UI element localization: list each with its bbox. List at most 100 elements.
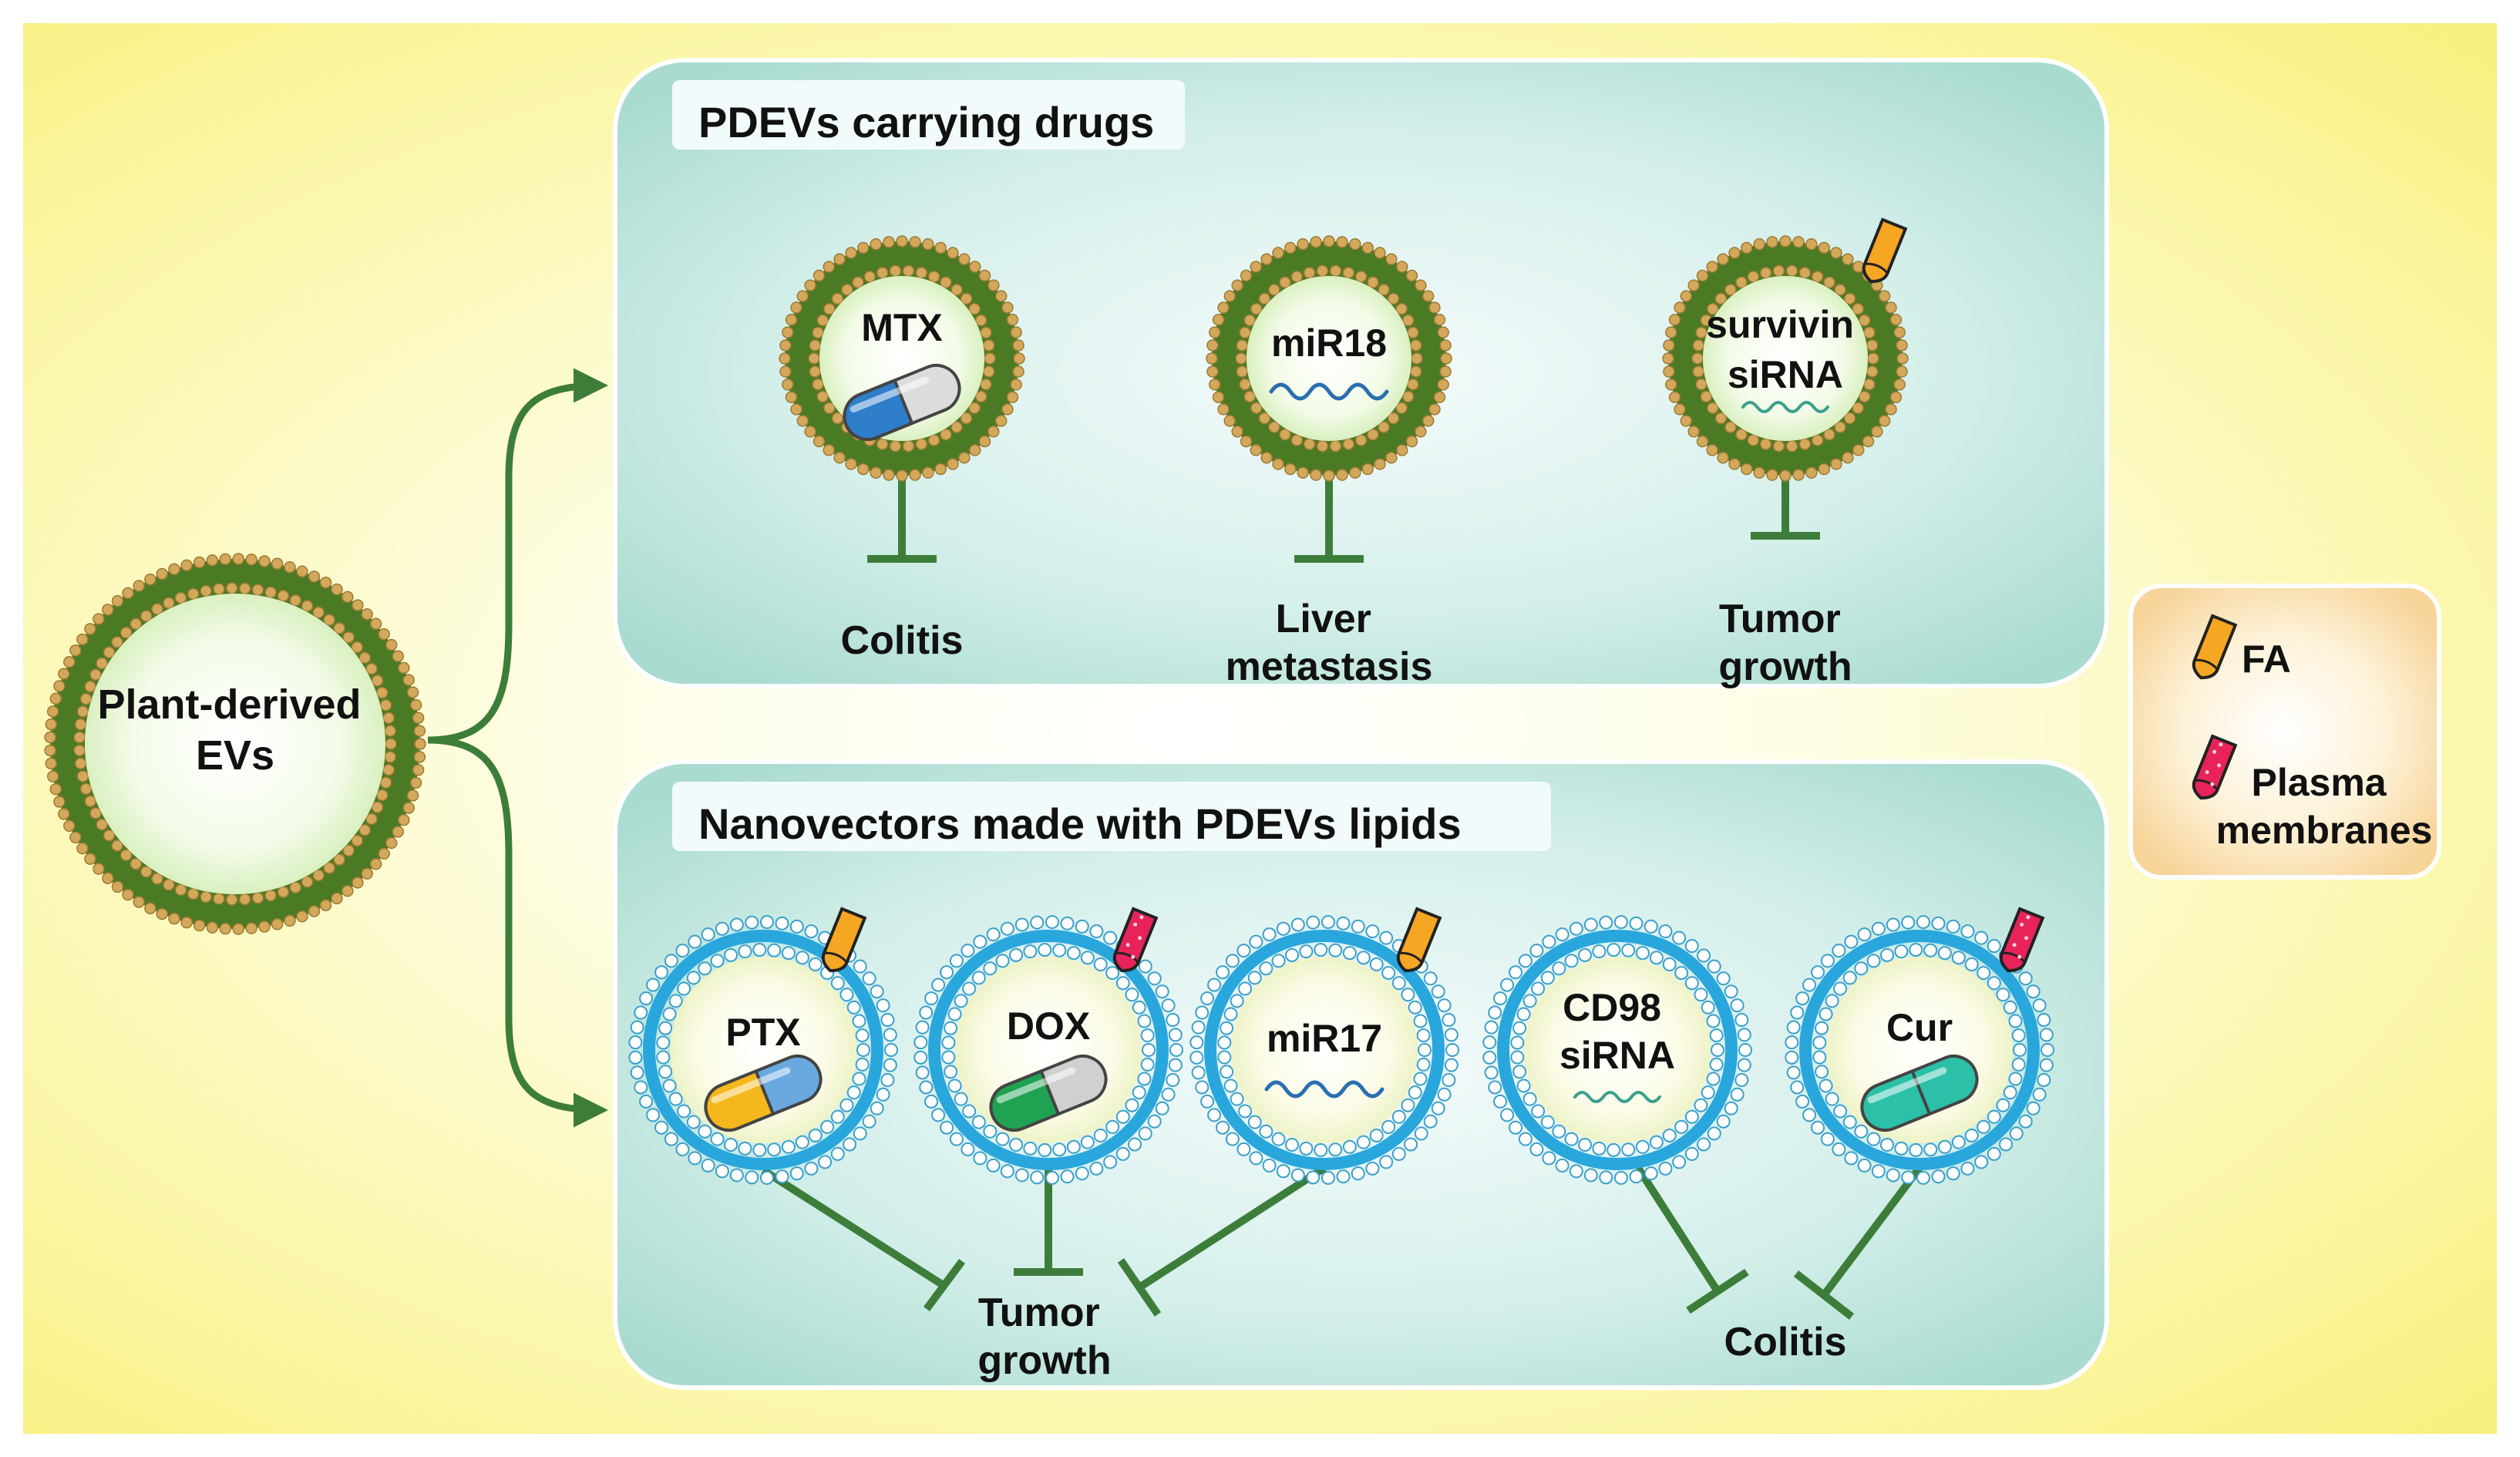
lipid-head — [710, 954, 725, 968]
vesicle-label-mtx: MTX — [861, 306, 943, 349]
lipid-head — [855, 1028, 870, 1043]
lipid-bead — [982, 339, 995, 352]
lipid-bead — [1696, 269, 1709, 282]
lipid-head — [1207, 1108, 1222, 1122]
lipid-head — [1730, 1087, 1744, 1102]
label-line: Plasma — [2251, 761, 2387, 804]
lipid-bead — [1440, 352, 1452, 365]
lipid-head — [1854, 961, 1869, 976]
lipid-bead — [1707, 303, 1719, 315]
lipid-bead — [960, 412, 973, 425]
ptx-capsule-icon — [704, 1055, 823, 1132]
lipid-head — [1987, 939, 2001, 954]
lipid-head — [1351, 1166, 1365, 1181]
lipid-bead — [1284, 463, 1297, 476]
lipid-head — [971, 1115, 986, 1129]
lipid-head — [1555, 1158, 1570, 1173]
lipid-head — [1155, 1101, 1169, 1115]
lipid-bead — [271, 557, 284, 570]
ligand-body — [821, 907, 867, 973]
lipid-bead — [358, 824, 372, 836]
lipid-bead — [1396, 261, 1408, 273]
lipid-head — [724, 947, 739, 962]
lipid-bead — [1010, 379, 1022, 391]
lipid-head — [1815, 1065, 1829, 1079]
lipid-bead — [133, 580, 145, 592]
lipid-head — [1684, 1109, 1699, 1124]
lipid-bead — [796, 415, 809, 427]
lipid-head — [1484, 1020, 1499, 1035]
lipid-head — [986, 927, 1001, 942]
lipid-head — [1607, 943, 1621, 957]
lipid-head — [795, 1135, 809, 1149]
lipid-head — [1832, 1142, 1846, 1156]
lipid-bead — [922, 238, 934, 251]
lipid-bead — [1728, 458, 1741, 470]
lipid-head — [1142, 1043, 1156, 1057]
lipid-bead — [84, 680, 96, 693]
lipid-head — [1342, 946, 1357, 961]
lipid-bead — [974, 390, 987, 403]
lipid-bead — [1843, 292, 1856, 305]
lipid-bead — [409, 776, 422, 789]
lipid-head — [1916, 1170, 1930, 1185]
lipid-head — [2011, 1057, 2026, 1072]
lipid-head — [1592, 1141, 1607, 1156]
lipid-bead — [1206, 339, 1219, 352]
lipid-bead — [809, 365, 822, 378]
lipid-head — [1987, 976, 2001, 991]
vesicle-label-survivin: survivin siRNA — [1706, 303, 1865, 396]
lipid-head — [1951, 1135, 1966, 1149]
plasma-membrane-ligand-icon — [1112, 907, 1159, 973]
lipid-bead — [103, 646, 116, 659]
lipid-bead — [1387, 292, 1400, 305]
lipid-head — [2013, 1043, 2027, 1057]
lipid-bead — [163, 879, 175, 891]
lipid-bead — [1863, 378, 1876, 391]
lipid-bead — [1421, 290, 1435, 302]
lipid-bead — [1012, 365, 1024, 378]
ligand-dot — [2210, 782, 2215, 786]
lipid-head — [1009, 1138, 1024, 1152]
lipid-bead — [168, 912, 180, 925]
lipid-head — [677, 1104, 691, 1119]
lipid-bead — [49, 692, 62, 705]
lipid-head — [1423, 1114, 1438, 1129]
lipid-bead — [342, 844, 355, 857]
lipid-head — [1701, 1085, 1715, 1100]
lipid-bead — [889, 264, 902, 278]
lipid-head — [628, 1035, 643, 1050]
lipid-bead — [968, 303, 981, 315]
capsule-highlight — [850, 376, 930, 413]
lipid-bead — [226, 582, 238, 594]
lipid-head — [1442, 1013, 1456, 1028]
lipid-head — [767, 943, 782, 957]
lipid-head — [1923, 943, 1938, 957]
lipid-head — [664, 954, 678, 968]
lipid-bead — [857, 241, 870, 254]
lipid-bead — [245, 922, 257, 934]
lipid-bead — [1231, 426, 1243, 438]
lipid-head — [839, 988, 854, 1002]
vesicle-label-cur: Cur — [1886, 1006, 1953, 1049]
lipid-head — [745, 1170, 759, 1185]
lipid-bead — [831, 292, 844, 305]
lipid-head — [1442, 1072, 1456, 1087]
lipid-bead — [790, 403, 802, 416]
lipid-head — [1482, 1035, 1497, 1050]
lipid-head — [688, 1151, 702, 1166]
lipid-head — [1336, 1169, 1351, 1184]
lipid-bead — [982, 365, 995, 378]
label-line: growth — [1718, 644, 1852, 689]
lipid-bead — [1680, 290, 1693, 302]
lipid-head — [1238, 981, 1253, 996]
lipid-head — [2018, 971, 2033, 986]
lipid-bead — [133, 896, 145, 908]
lipid-bead — [1415, 426, 1427, 438]
lipid-bead — [1012, 339, 1024, 352]
lipid-bead — [1395, 402, 1408, 414]
lipid-head — [1089, 924, 1104, 939]
lipid-head — [1166, 1013, 1180, 1028]
lipid-bead — [785, 391, 798, 403]
lipid-bead — [140, 866, 153, 878]
